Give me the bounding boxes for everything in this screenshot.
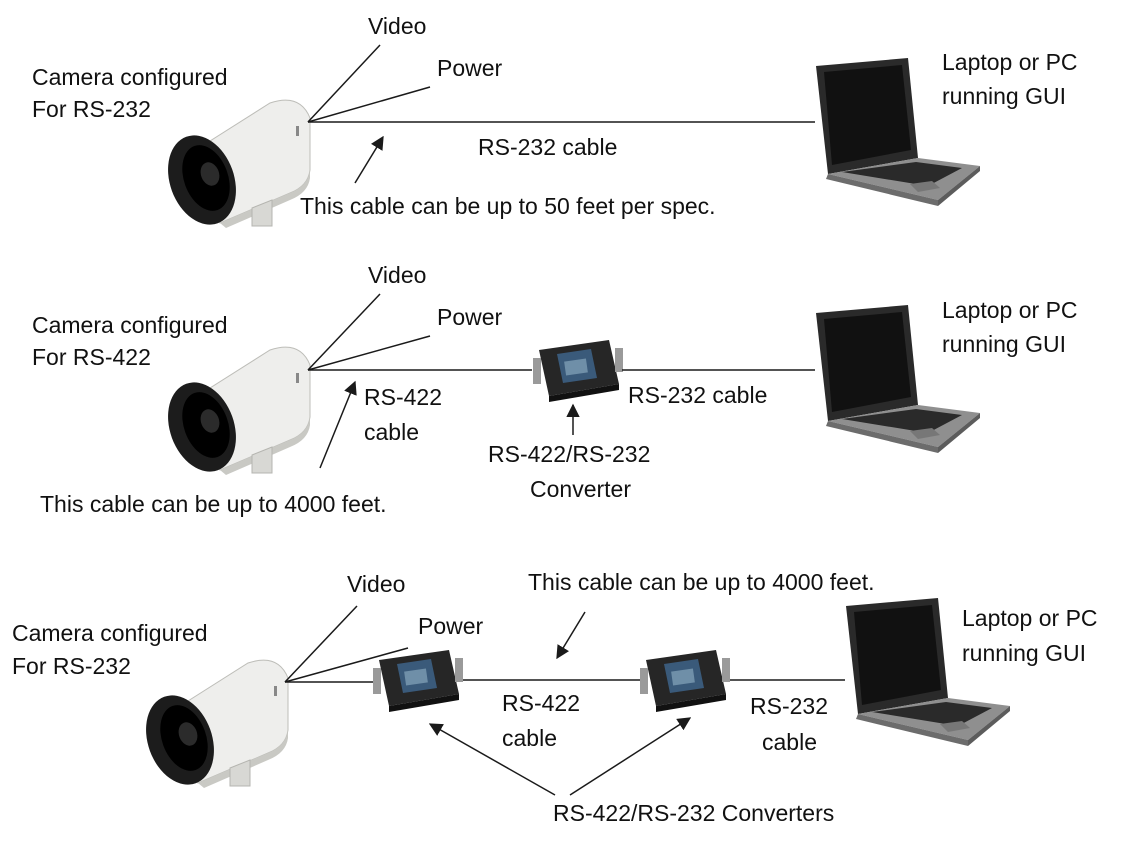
note-1: This cable can be up to 50 feet per spec… [300, 193, 716, 219]
camera-3 [133, 659, 289, 795]
note-arrow-3 [556, 611, 586, 660]
power-label-2: Power [437, 304, 503, 330]
power-wire-2 [307, 335, 431, 371]
camera-1 [155, 99, 311, 235]
rs232-cable-3-label-line1: RS-232 [750, 693, 828, 719]
rs232-cable-2-label: RS-232 cable [628, 382, 767, 408]
power-wire-3 [284, 647, 409, 683]
converters-label-3: RS-422/RS-232 Converters [553, 800, 834, 826]
converter-2-label-line2: Converter [530, 476, 631, 502]
rs422-cable-2-label-line2: cable [364, 419, 419, 445]
converter-2 [533, 340, 623, 402]
converter-2-label-line1: RS-422/RS-232 [488, 441, 650, 467]
converters-arrow-right-3 [569, 717, 692, 796]
pc-2-label-line1: Laptop or PC [942, 297, 1078, 323]
pc-3-label-line1: Laptop or PC [962, 605, 1098, 631]
camera-1-label-line2: For RS-232 [32, 96, 151, 122]
camera-2-label-line1: Camera configured [32, 312, 228, 338]
pc-1-label-line1: Laptop or PC [942, 49, 1078, 75]
diagram-1: Camera configured For RS-232 Video Power… [32, 13, 1078, 235]
video-wire-2 [307, 293, 381, 371]
rs232-cable-3-label-line2: cable [762, 729, 817, 755]
video-wire-3 [284, 605, 358, 683]
diagram-2: Camera configured For RS-422 Video Power… [32, 262, 1078, 517]
video-label-2: Video [368, 262, 426, 288]
video-label-1: Video [368, 13, 426, 39]
video-wire-1 [307, 44, 381, 123]
rs422-cable-3-label-line1: RS-422 [502, 690, 580, 716]
diagram-3: Camera configured For RS-232 Video Power… [12, 569, 1098, 826]
video-label-3: Video [347, 571, 405, 597]
converter-3b [640, 650, 730, 712]
note-arrow-2 [319, 380, 357, 469]
power-label-1: Power [437, 55, 503, 81]
laptop-2 [816, 305, 980, 453]
laptop-1 [816, 58, 980, 206]
converter-3a [373, 650, 463, 712]
rs232-cable-1-label: RS-232 cable [478, 134, 617, 160]
rs422-cable-2-label-line1: RS-422 [364, 384, 442, 410]
camera-2 [155, 346, 311, 482]
note-arrow-1 [354, 135, 384, 184]
pc-2-label-line2: running GUI [942, 331, 1066, 357]
camera-3-label-line2: For RS-232 [12, 653, 131, 679]
note-2: This cable can be up to 4000 feet. [40, 491, 387, 517]
camera-2-label-line2: For RS-422 [32, 344, 151, 370]
rs422-cable-3-label-line2: cable [502, 725, 557, 751]
pc-3-label-line2: running GUI [962, 640, 1086, 666]
note-3: This cable can be up to 4000 feet. [528, 569, 875, 595]
pc-1-label-line2: running GUI [942, 83, 1066, 109]
camera-3-label-line1: Camera configured [12, 620, 208, 646]
converters-arrow-left-3 [428, 723, 556, 796]
power-wire-1 [307, 86, 431, 123]
camera-1-label-line1: Camera configured [32, 64, 228, 90]
power-label-3: Power [418, 613, 484, 639]
